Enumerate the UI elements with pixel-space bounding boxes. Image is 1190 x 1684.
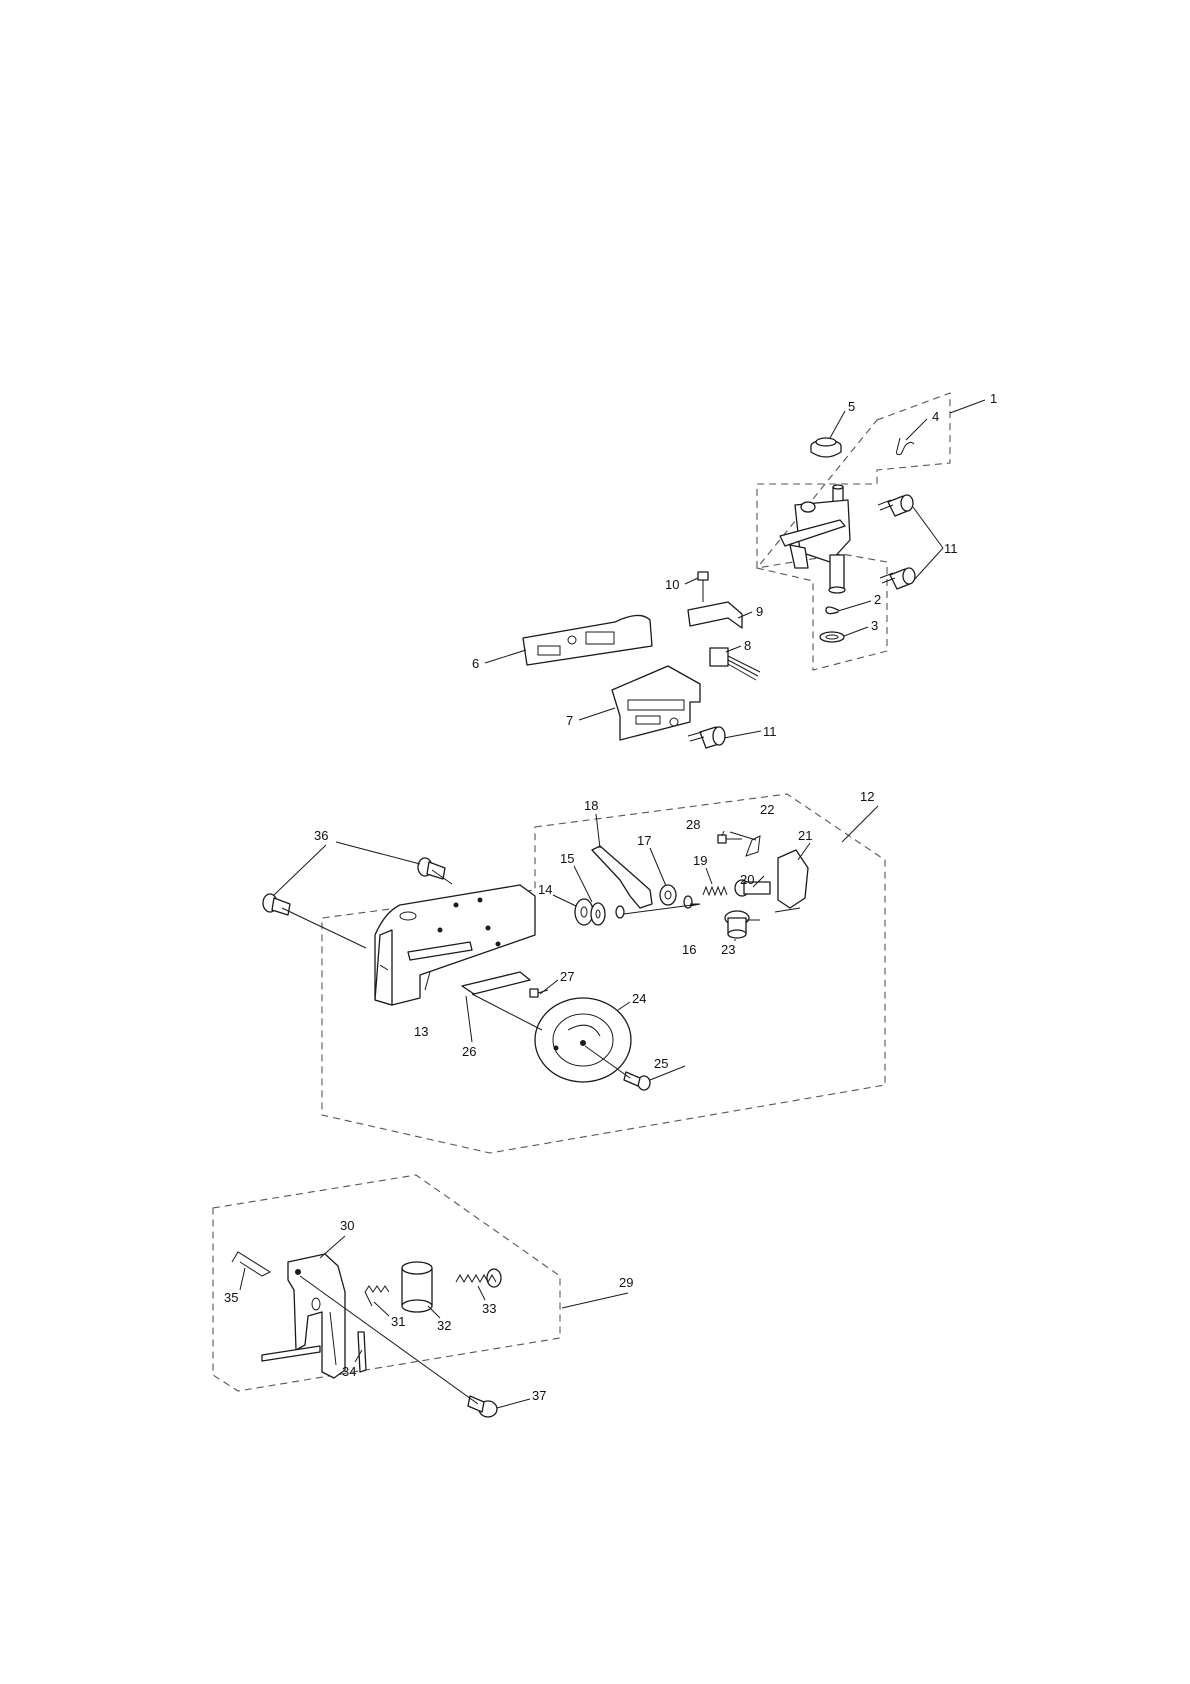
part-6-plate [523, 615, 652, 665]
callout-26: 26 [462, 1044, 476, 1059]
callout-24: 24 [632, 991, 646, 1006]
part-33-screw [456, 1269, 501, 1287]
callout-3: 3 [871, 618, 878, 633]
callout-16: 16 [682, 942, 696, 957]
callout-22: 22 [760, 802, 774, 817]
callout-8: 8 [744, 638, 751, 653]
part-24-cam-wheel [535, 998, 631, 1082]
callout-33: 33 [482, 1301, 496, 1316]
part-34-pin [358, 1332, 366, 1372]
callout-28: 28 [686, 817, 700, 832]
part-17-washer [660, 885, 676, 905]
callout-21: 21 [798, 828, 812, 843]
part-7-bracket [612, 666, 700, 740]
callout-15: 15 [560, 851, 574, 866]
part-32-cylinder [402, 1262, 432, 1312]
callout-34: 34 [342, 1364, 356, 1379]
part-9-bracket [688, 602, 742, 628]
callout-35: 35 [224, 1290, 238, 1305]
callout-18: 18 [584, 798, 598, 813]
part-19-spring [703, 887, 727, 895]
callout-9: 9 [756, 604, 763, 619]
callout-30: 30 [340, 1218, 354, 1233]
part-23-stud [725, 911, 760, 938]
part-31-spring [365, 1286, 389, 1306]
part-4-hook-spring [897, 438, 915, 455]
part-37-screw [468, 1396, 497, 1417]
part-18-lever [592, 846, 652, 908]
callout-27: 27 [560, 969, 574, 984]
callout-36: 36 [314, 828, 328, 843]
part-21-bracket [778, 850, 808, 908]
middle-group [263, 806, 878, 1090]
lower-group [232, 1236, 628, 1417]
callout-25: 25 [654, 1056, 668, 1071]
part-15-washer [591, 903, 605, 925]
part-10-screw [698, 572, 708, 602]
part-36-screw-left [263, 894, 290, 915]
callout-37: 37 [532, 1388, 546, 1403]
part-28-screw [718, 835, 742, 843]
callout-19: 19 [693, 853, 707, 868]
part-14-washer [575, 899, 593, 925]
part-11-screw-upper [878, 495, 913, 516]
callout-11-lower: 11 [763, 724, 777, 739]
part-30-bracket [288, 1254, 345, 1378]
callout-29: 29 [619, 1275, 633, 1290]
callout-31: 31 [391, 1314, 405, 1329]
callout-17: 17 [637, 833, 651, 848]
callout-2: 2 [874, 592, 881, 607]
callout-11-upper: 11 [944, 541, 958, 556]
assembly-1-boundary [757, 393, 950, 670]
callout-6: 6 [472, 656, 479, 671]
callout-20: 20 [740, 872, 754, 887]
callout-23: 23 [721, 942, 735, 957]
part-3-washer [820, 632, 844, 642]
part-21-pin [775, 908, 800, 912]
callout-14: 14 [538, 882, 552, 897]
part-11-screw-bottom [688, 727, 725, 748]
callout-4: 4 [932, 409, 939, 424]
callout-1: 1 [990, 391, 997, 406]
part-13-main-frame [375, 885, 535, 1005]
part-25-screw [624, 1072, 650, 1090]
part-26-spring-plate [462, 972, 530, 994]
callout-32: 32 [437, 1318, 451, 1333]
part-5-knob [811, 438, 841, 457]
callout-13: 13 [414, 1024, 428, 1039]
part-2-e-ring [826, 607, 838, 614]
upper-group [485, 400, 985, 748]
part-35-spring-wire [232, 1252, 270, 1276]
callout-7: 7 [566, 713, 573, 728]
callout-5: 5 [848, 399, 855, 414]
part-30-rod [262, 1346, 320, 1361]
callout-10: 10 [665, 577, 679, 592]
callout-12: 12 [860, 789, 874, 804]
part-16-ring-a [616, 906, 624, 918]
part-11-screw-lower [880, 568, 915, 589]
part-1-lever-assembly [780, 485, 850, 593]
part-8-switch [710, 648, 760, 680]
callout-labels: 1 2 3 4 5 6 7 8 9 10 11 11 12 13 14 15 1… [224, 391, 997, 1403]
